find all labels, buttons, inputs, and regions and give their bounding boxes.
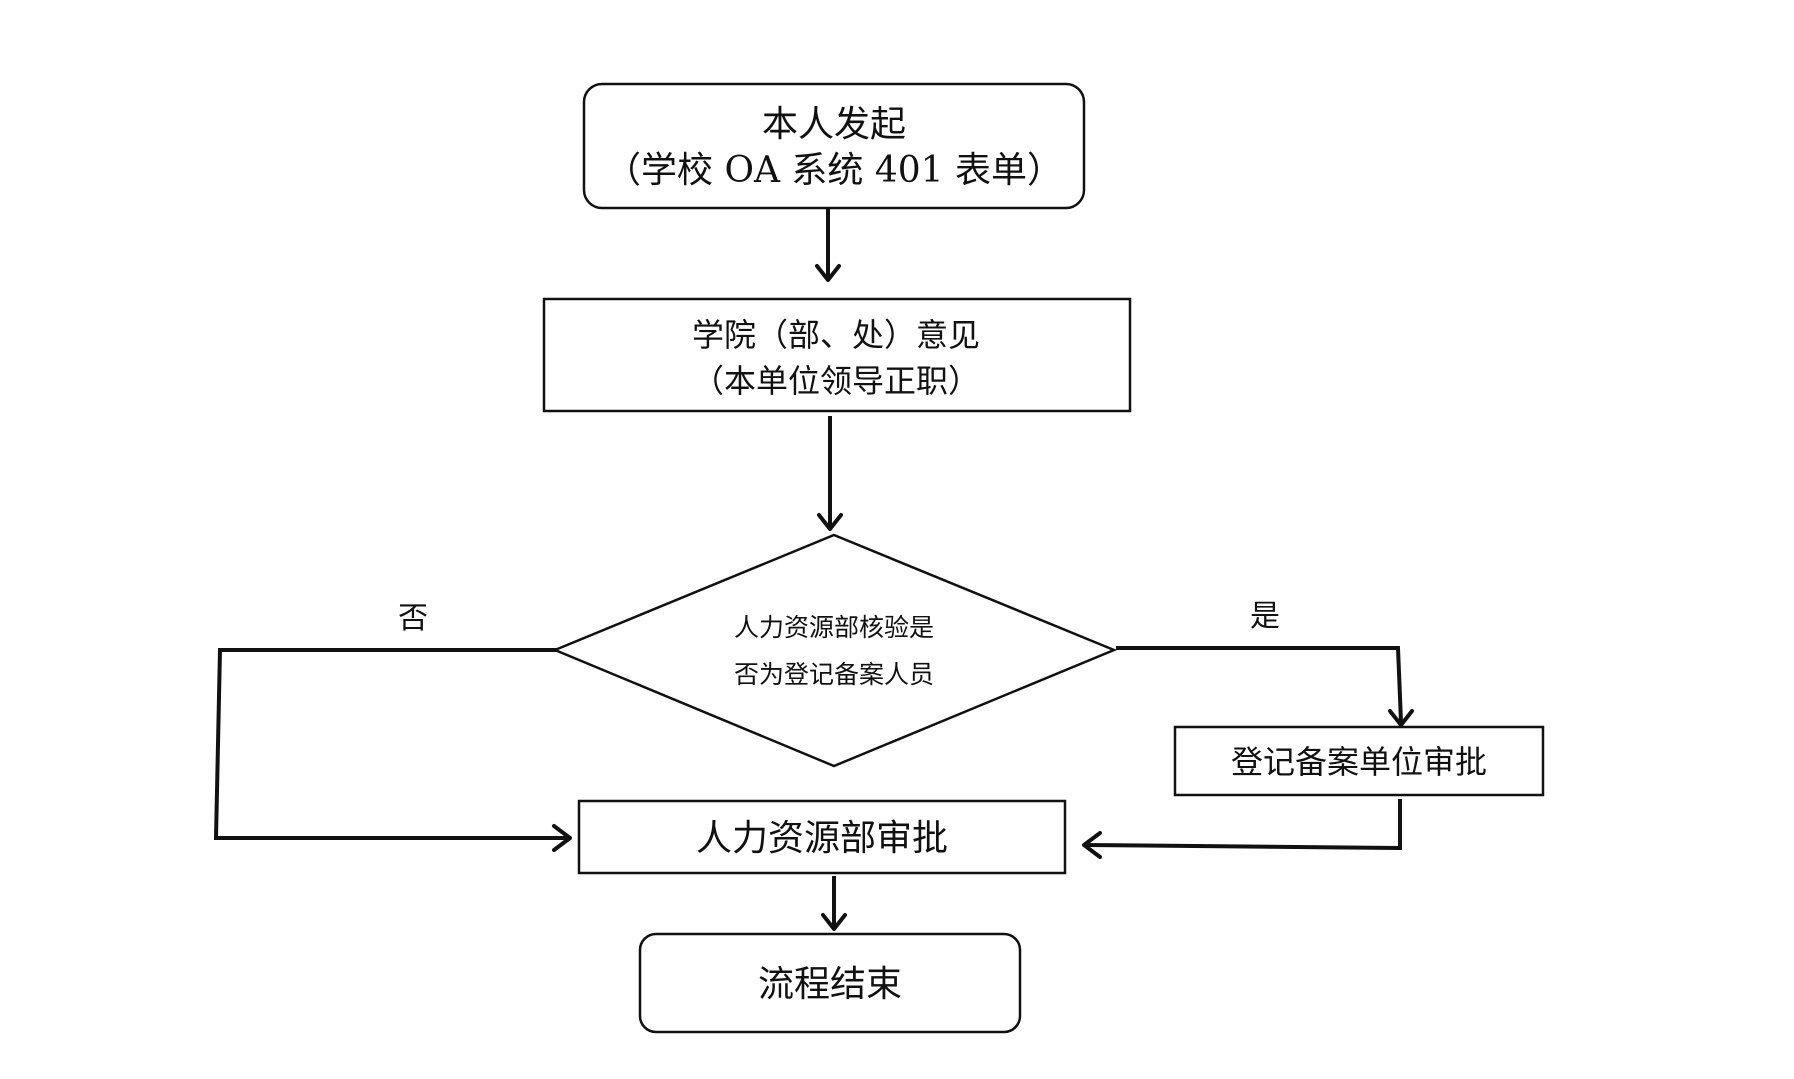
arrow-head: [1082, 831, 1102, 859]
branch-no: 否: [213, 601, 572, 852]
arrow-hr-to-end: [821, 876, 847, 931]
hr-approval-label: 人力资源部审批: [696, 818, 948, 859]
college-node-title: 学院（部、处）意见: [692, 316, 980, 354]
arrow-head: [817, 513, 843, 531]
college-node: 学院（部、处）意见 （本单位领导正职）: [542, 297, 1132, 413]
arrow-head: [821, 913, 847, 931]
arrow-head: [552, 824, 572, 852]
start-node: 本人发起 （学校 OA 系统 401 表单）: [582, 82, 1086, 210]
arrow-start-to-college: [815, 208, 841, 282]
arrow-college-to-decision: [817, 416, 843, 531]
arrow-head: [815, 264, 841, 282]
end-node-box: [638, 932, 1022, 1034]
college-node-box: [542, 297, 1132, 413]
branch-yes: 是: [1116, 599, 1414, 727]
unit-approval-node: 登记备案单位审批: [1173, 725, 1545, 797]
branch-no-connector: [213, 648, 568, 840]
start-node-subtitle: （学校 OA 系统 401 表单）: [605, 150, 1063, 191]
end-node-label: 流程结束: [758, 964, 902, 1005]
hr-approval-box: [577, 799, 1067, 875]
hr-approval-node: 人力资源部审批: [577, 799, 1067, 875]
decision-diamond: [551, 533, 1118, 768]
end-node: 流程结束: [638, 932, 1022, 1034]
branch-yes-label: 是: [1250, 599, 1280, 634]
arrow-head: [1388, 709, 1414, 727]
connector-line: [1085, 799, 1402, 851]
decision-node: 人力资源部核验是 否为登记备案人员: [551, 533, 1118, 768]
branch-no-label: 否: [398, 601, 428, 636]
college-node-subtitle: （本单位领导正职）: [692, 362, 980, 400]
arrow-unit-to-hr: [1082, 799, 1402, 859]
branch-yes-connector: [1116, 646, 1404, 725]
unit-approval-box: [1173, 725, 1545, 797]
unit-approval-label: 登记备案单位审批: [1231, 743, 1487, 781]
start-node-box: [582, 82, 1086, 210]
decision-text-line2: 否为登记备案人员: [734, 660, 934, 689]
start-node-title: 本人发起: [762, 104, 906, 145]
decision-text-line1: 人力资源部核验是: [734, 613, 934, 642]
